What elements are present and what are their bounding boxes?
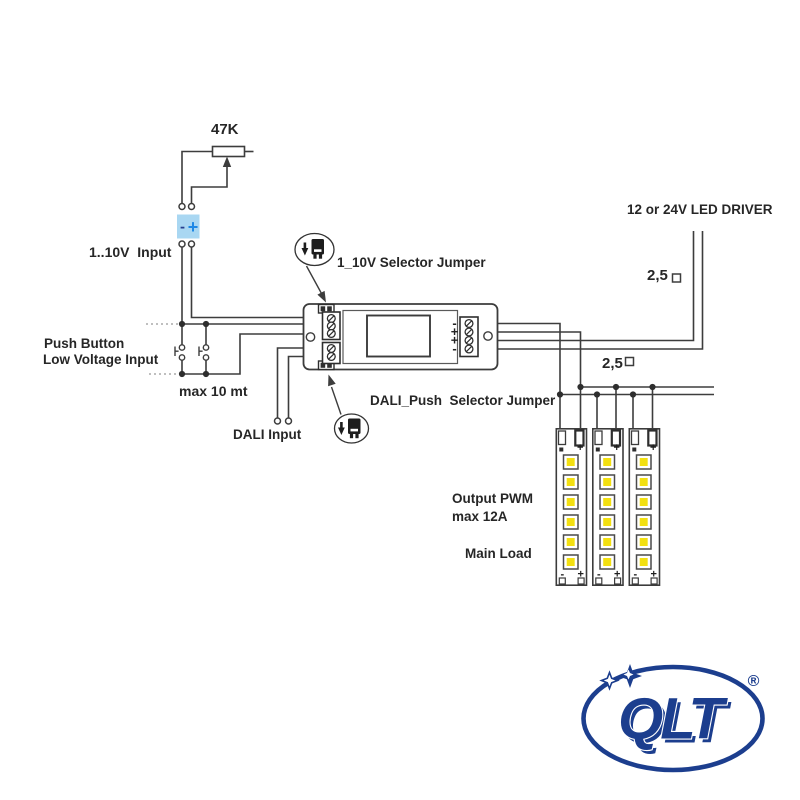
- gauge-driver-label: 2,5: [647, 266, 668, 284]
- push-button-label-line2: Low Voltage Input: [43, 351, 159, 367]
- qlt-logo: QLT QLT ®: [581, 664, 765, 773]
- svg-text:+: +: [650, 569, 656, 581]
- terminal-sign-3: +: [451, 333, 459, 348]
- output-pwm-label-line1: Output PWM: [452, 490, 533, 506]
- gauge-square-driver: [671, 273, 682, 283]
- dotted-wires: [146, 323, 179, 375]
- wire-driver-minus: [477, 231, 704, 350]
- led-driver-label: 12 or 24V LED DRIVER: [627, 201, 773, 217]
- jumper-icon: [338, 418, 361, 439]
- jumper-dali-label: DALI_Push Selector Jumper: [370, 392, 556, 408]
- connector-plus-sign: +: [188, 217, 199, 237]
- wire-rail-bottom: [182, 333, 323, 375]
- push-button-label-line1: Push Button: [44, 336, 125, 351]
- output-terminal-signs: - + + -: [451, 316, 459, 357]
- jumper-1-10v-label: 1_10V Selector Jumper: [337, 254, 486, 270]
- wire-pot-left: [181, 150, 213, 203]
- wire-output-plus: [477, 331, 582, 428]
- junction-dots: [178, 320, 656, 398]
- wire-driver-plus: [477, 231, 695, 342]
- logo-ellipse: [581, 664, 765, 773]
- sparkle-icon-large: [618, 664, 642, 688]
- wire-input-plus: [190, 247, 323, 319]
- mounting-hole-left: [305, 332, 316, 342]
- wire-pot-wiper: [190, 166, 228, 203]
- dali-input-terminals: [273, 417, 293, 425]
- wires: [181, 150, 714, 428]
- callout-dali-push-jumper: [328, 374, 370, 444]
- strip-polarity-marks: + - + + - + + - +: [560, 442, 656, 581]
- analog-input-label: 1..10V Input: [89, 244, 172, 260]
- gauge-output-label: 2,5: [602, 354, 623, 372]
- callout-1-10v-jumper: [294, 232, 335, 303]
- terminal-block-dali: [321, 341, 341, 365]
- potentiometer-47k: [211, 145, 246, 167]
- mounting-hole-right: [483, 331, 493, 341]
- controller-label-window: [366, 314, 431, 358]
- svg-text:-: -: [560, 569, 564, 581]
- max-length-label: max 10 mt: [179, 382, 248, 399]
- connector-minus-sign: -: [180, 219, 185, 236]
- connector-1-10v-body: [177, 214, 200, 239]
- jumper-icon: [301, 239, 324, 259]
- svg-text:+: +: [613, 442, 619, 454]
- svg-text:-: -: [633, 569, 637, 581]
- button2-actuator: [198, 346, 203, 356]
- button1-actuator: [174, 346, 179, 356]
- gauge-square-output: [624, 356, 635, 367]
- push-buttons: [174, 344, 210, 361]
- registered-mark: ®: [748, 673, 760, 690]
- terminal-block-input: [321, 311, 341, 341]
- terminal-block-output: [459, 316, 479, 358]
- terminal-sign-4: -: [452, 341, 456, 356]
- terminal-sign-1: -: [452, 316, 456, 331]
- connector-1-10v: - +: [177, 202, 200, 248]
- logo-text-shadow: QLT: [622, 691, 732, 756]
- main-load-label: Main Load: [465, 545, 532, 561]
- svg-text:+: +: [577, 442, 583, 454]
- svg-text:+: +: [577, 569, 583, 581]
- controller-inner-housing: [342, 309, 459, 365]
- controller: - + + -: [302, 303, 499, 371]
- sparkle-icon-small: [599, 670, 620, 691]
- pot-value-label: 47K: [211, 121, 239, 138]
- output-pwm-label-line2: max 12A: [452, 509, 508, 524]
- svg-text:-: -: [597, 569, 601, 581]
- svg-text:+: +: [650, 442, 656, 454]
- wiper-arrowhead: [222, 156, 232, 167]
- led-strips: + - + + - + + - +: [556, 429, 659, 585]
- svg-text:+: +: [614, 569, 620, 581]
- dali-input-label: DALI Input: [233, 426, 302, 442]
- terminal-sign-2: +: [451, 324, 459, 339]
- logo-text: QLT: [618, 687, 728, 752]
